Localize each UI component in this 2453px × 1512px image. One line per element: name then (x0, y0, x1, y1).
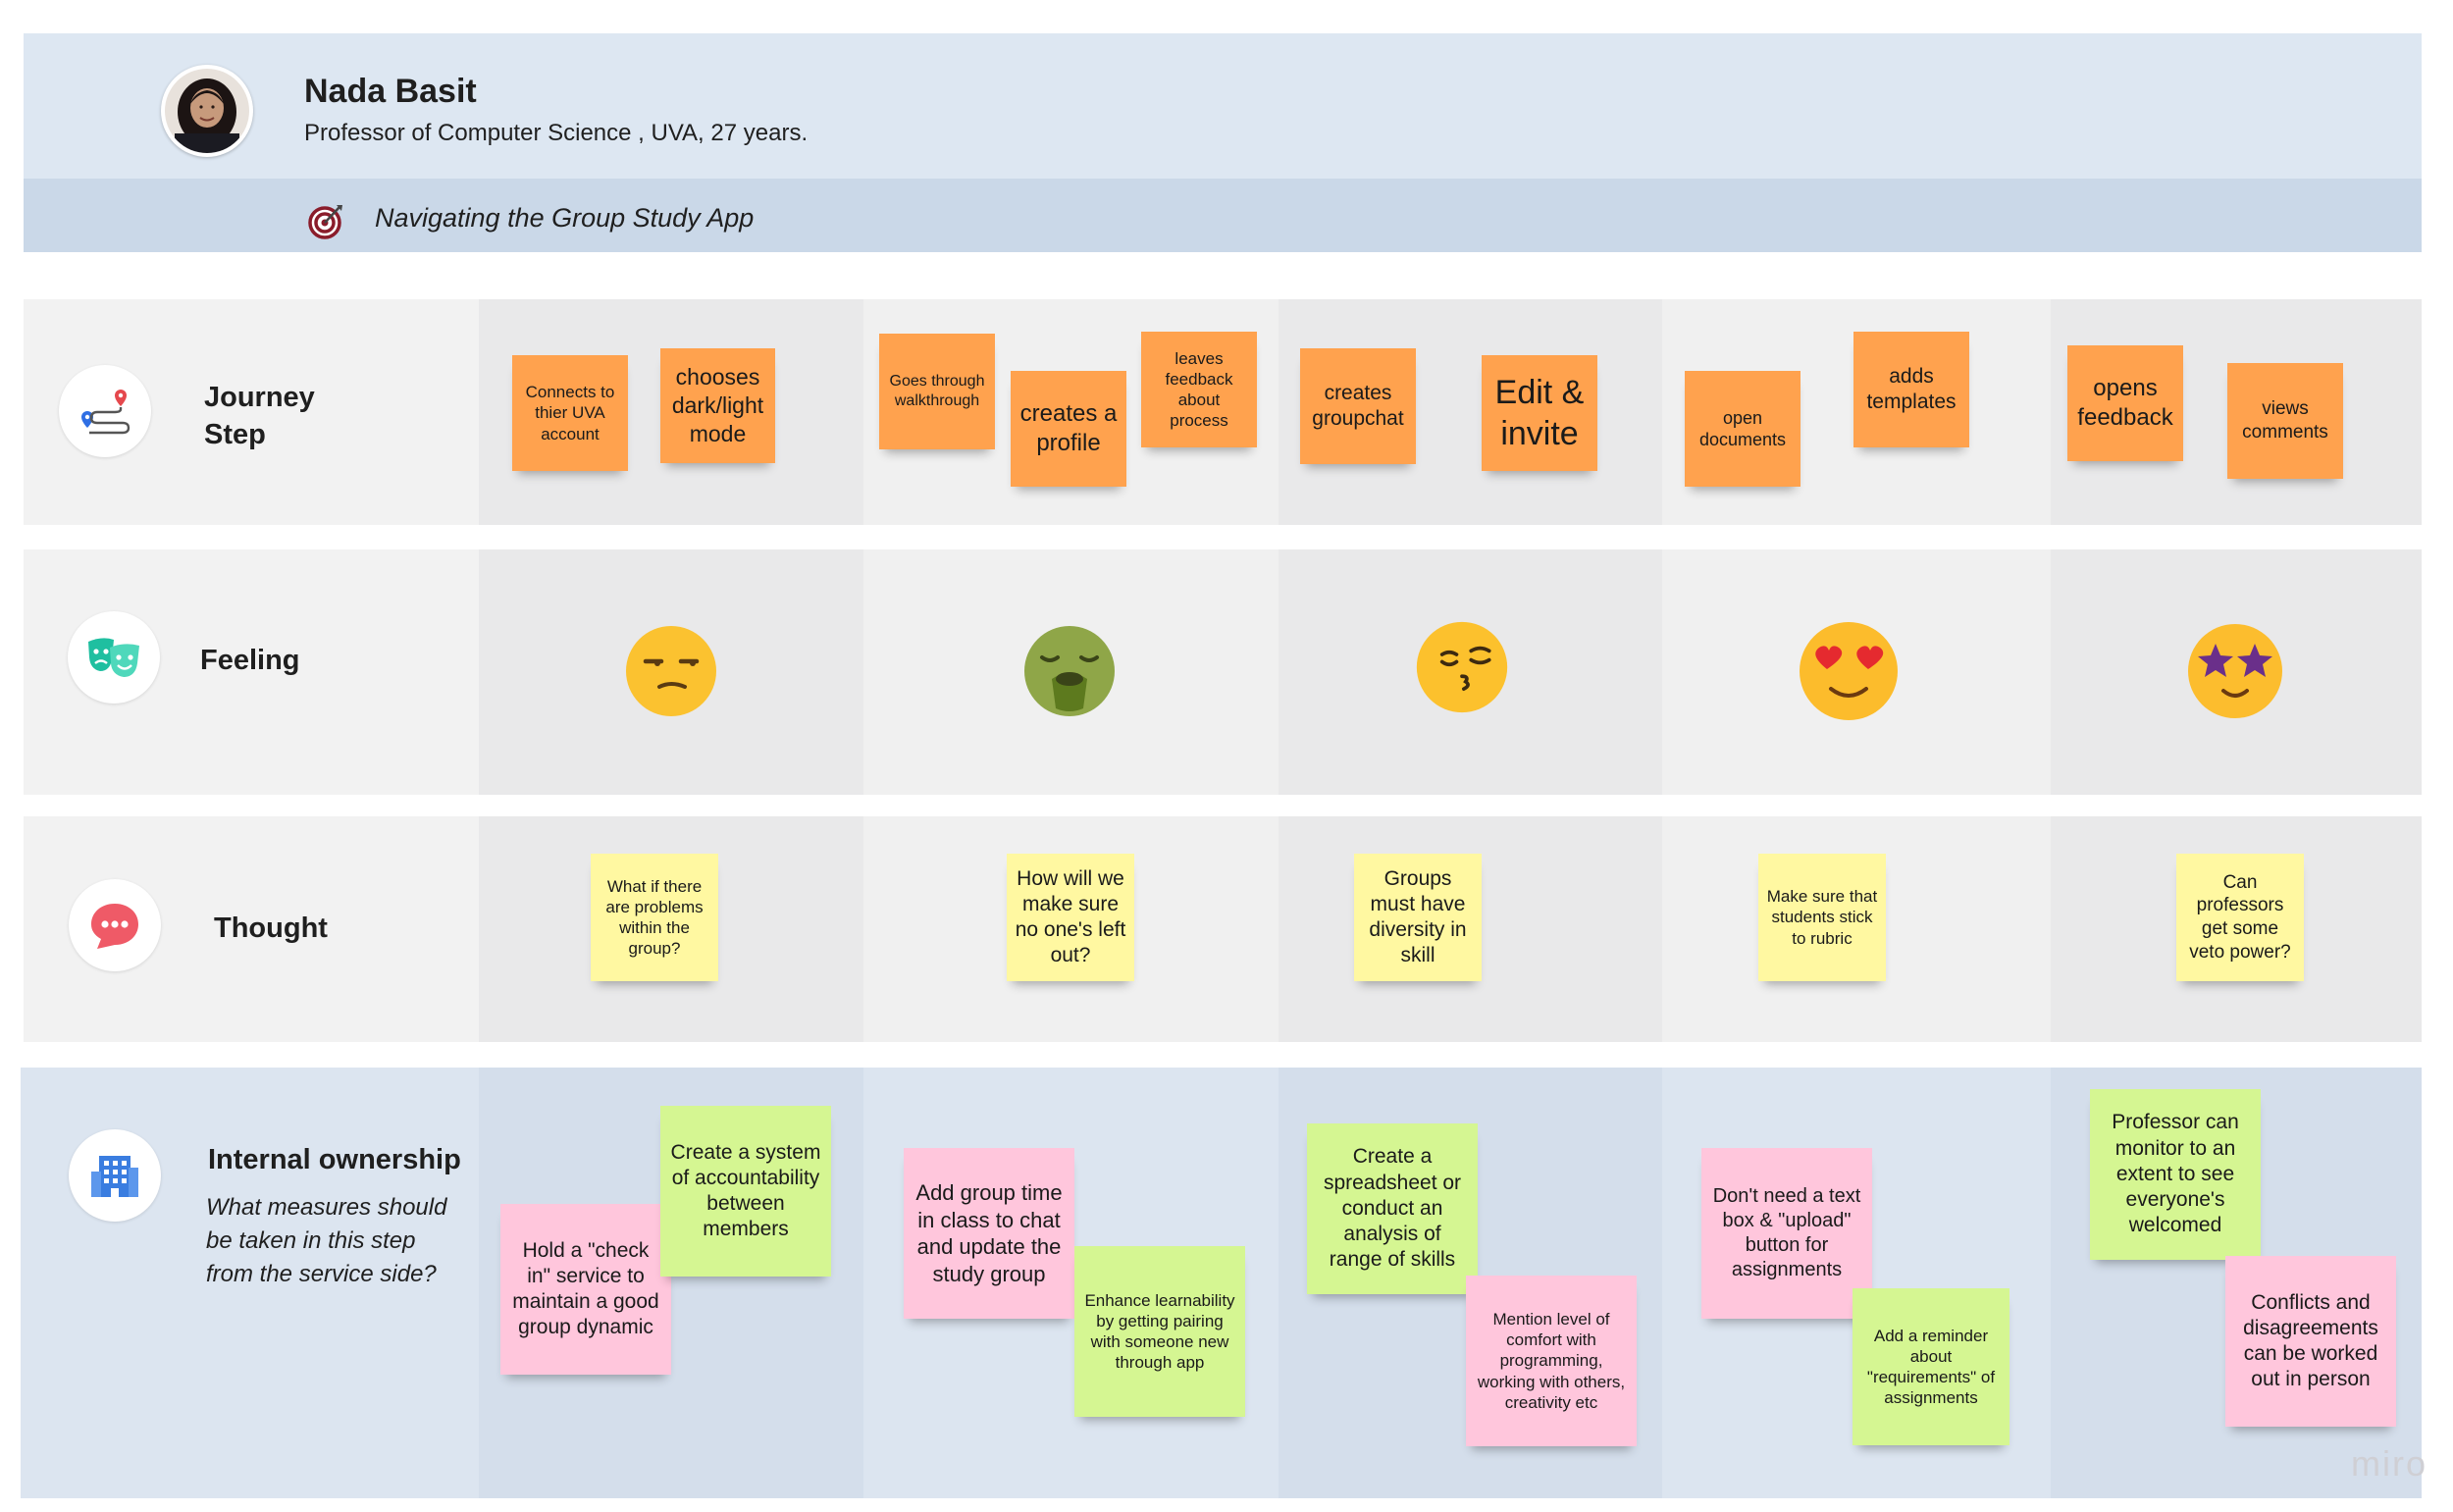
goal-title: Navigating the Group Study App (375, 203, 755, 233)
ownership-note[interactable]: Add a reminder about "requirements" of a… (1853, 1288, 2009, 1445)
ownership-note[interactable]: Don't need a text box & "upload" button … (1701, 1148, 1872, 1319)
nauseated-face-icon (1024, 626, 1115, 716)
thought-note[interactable]: What if there are problems within the gr… (591, 854, 718, 981)
journey-step-note[interactable]: chooses dark/light mode (660, 348, 775, 463)
feeling-row-icon (68, 611, 160, 704)
thought-row-icon (69, 879, 161, 971)
target-icon (306, 201, 345, 245)
ownership-note[interactable]: Create a spreadsheet or conduct an analy… (1307, 1123, 1478, 1294)
kissing-face-icon (1416, 621, 1508, 713)
journey-label-line2: Step (204, 419, 266, 450)
unamused-face-icon (626, 626, 716, 716)
thought-note[interactable]: Groups must have diversity in skill (1354, 854, 1482, 981)
ownership-row-icon (69, 1129, 161, 1222)
persona-description: Professor of Computer Science , UVA, 27 … (304, 120, 809, 146)
journey-step-note[interactable]: Edit & invite (1482, 355, 1597, 471)
journey-step-note[interactable]: leaves feedback about process (1141, 332, 1257, 447)
ownership-note[interactable]: Create a system of accountability betwee… (660, 1106, 831, 1277)
thought-note[interactable]: Can professors get some veto power? (2176, 854, 2304, 981)
ownership-note[interactable]: Add group time in class to chat and upda… (904, 1148, 1074, 1319)
ownership-note[interactable]: Conflicts and disagreements can be worke… (2225, 1256, 2396, 1427)
ownership-subtitle-line2: be taken in this step (206, 1227, 416, 1254)
star-struck-face-icon (2188, 624, 2282, 718)
ownership-note[interactable]: Mention level of comfort with programmin… (1466, 1276, 1637, 1446)
journey-step-note[interactable]: Goes through walkthrough (879, 334, 995, 449)
feeling-row-label: Feeling (200, 645, 300, 676)
heart-eyes-face-icon (1800, 622, 1898, 720)
miro-watermark: miro (2351, 1443, 2427, 1484)
thought-row-label: Thought (214, 912, 328, 944)
persona-avatar (161, 65, 253, 157)
journey-step-note[interactable]: adds templates (1853, 332, 1969, 447)
speech-bubble-icon (91, 904, 138, 949)
persona-header (24, 33, 2422, 179)
thought-note[interactable]: How will we make sure no one's left out? (1007, 854, 1134, 981)
ownership-row-label: Internal ownership (208, 1144, 461, 1175)
journey-step-note[interactable]: Connects to thier UVA account (512, 355, 628, 471)
ownership-note[interactable]: Professor can monitor to an extent to se… (2090, 1089, 2261, 1260)
ownership-subtitle-line1: What measures should (206, 1194, 447, 1221)
journey-row-label: Journey Step (204, 379, 315, 453)
journey-step-note[interactable]: opens feedback (2067, 345, 2183, 461)
journey-step-note[interactable]: open documents (1685, 371, 1801, 487)
ownership-subtitle-line3: from the service side? (206, 1261, 437, 1287)
route-map-icon (81, 390, 130, 435)
ownership-note[interactable]: Enhance learnability by getting pairing … (1074, 1246, 1245, 1417)
journey-label-line1: Journey (204, 382, 315, 413)
goal-bar (24, 179, 2422, 252)
journey-step-note[interactable]: views comments (2227, 363, 2343, 479)
journey-step-note[interactable]: creates a profile (1011, 371, 1126, 487)
persona-name: Nada Basit (304, 73, 477, 110)
ownership-note[interactable]: Hold a "check in" service to maintain a … (500, 1204, 671, 1375)
journey-step-note[interactable]: creates groupchat (1300, 348, 1416, 464)
office-building-icon (91, 1156, 138, 1197)
thought-note[interactable]: Make sure that students stick to rubric (1758, 854, 1886, 981)
ownership-row-subtitle: What measures should be taken in this st… (206, 1191, 446, 1291)
journey-row-icon (59, 365, 151, 457)
theater-masks-icon (88, 638, 139, 677)
